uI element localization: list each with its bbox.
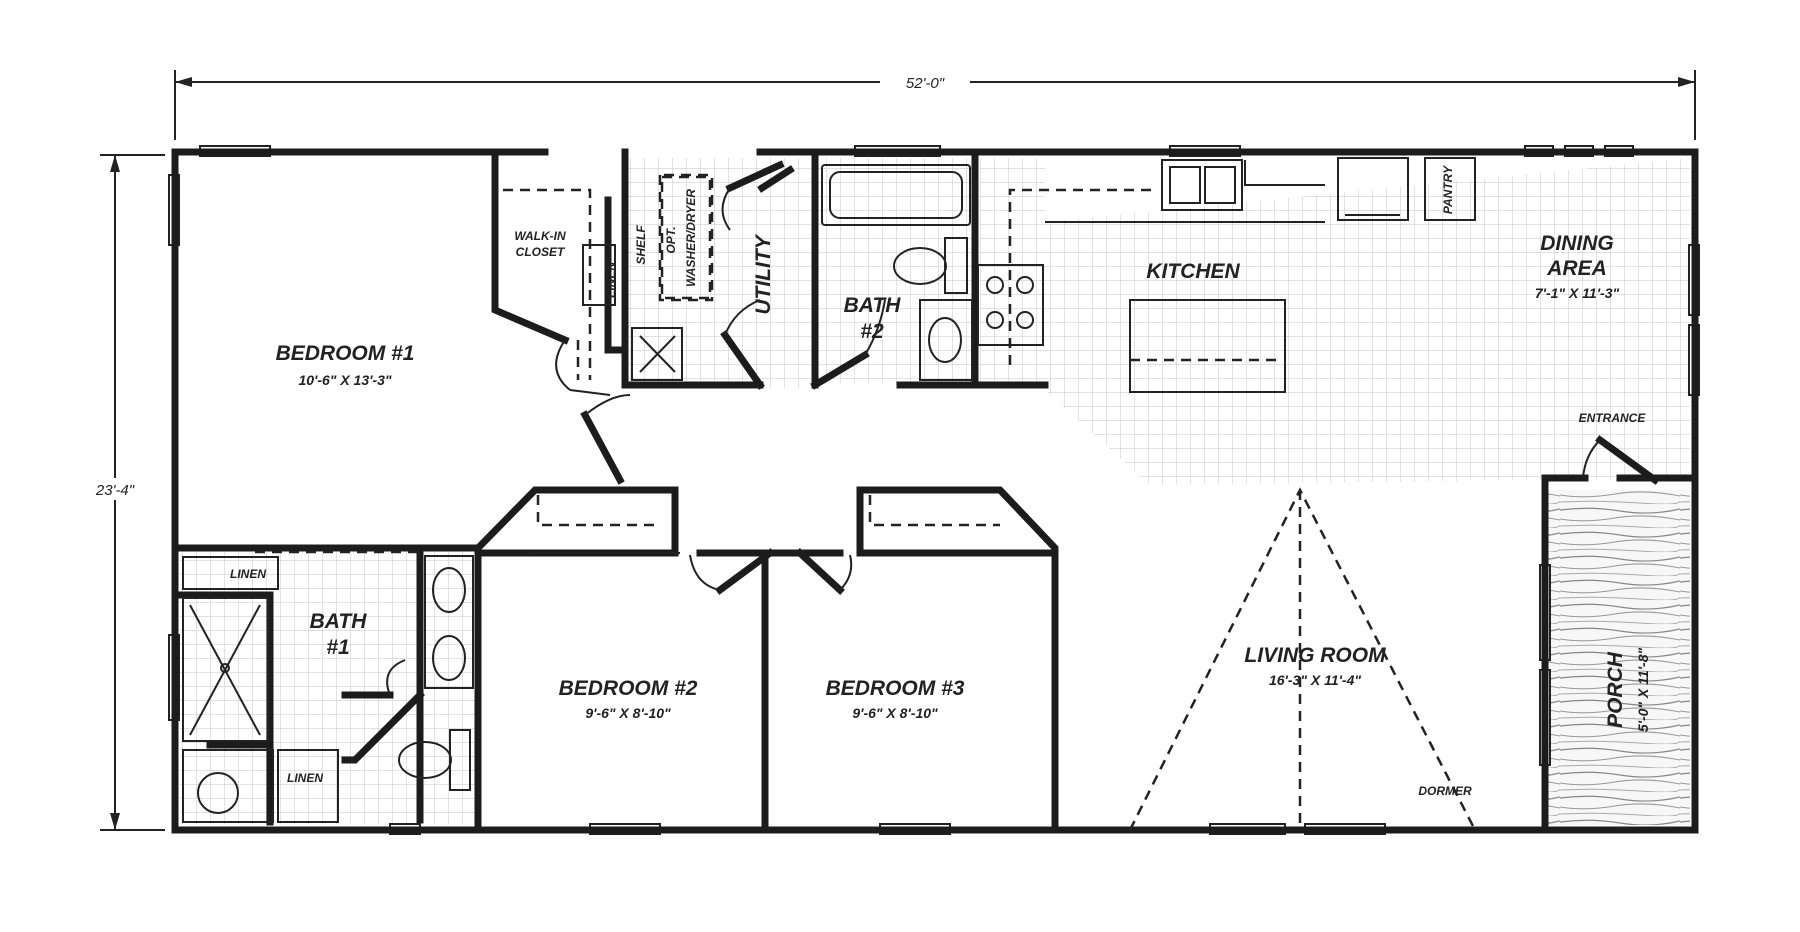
- bedroom3-name: BEDROOM #3: [826, 677, 965, 700]
- dining-size: 7'-1" X 11'-3": [1535, 285, 1620, 301]
- living-room-size: 16'-3" X 11'-4": [1269, 672, 1361, 688]
- bath1-linen-bottom-label: LINEN: [287, 771, 323, 785]
- dimension-lines: 52'-0" 23'-4": [82, 70, 1696, 831]
- dashed-lines: [255, 173, 1280, 554]
- bath2-label-2: #2: [860, 320, 884, 343]
- kitchen-counter-tile: [980, 158, 1045, 383]
- walls: [171, 148, 1699, 834]
- living-room-name: LIVING ROOM: [1244, 644, 1386, 667]
- doors: [341, 160, 1660, 699]
- kitchen-label: KITCHEN: [1146, 260, 1240, 283]
- utility-tile: [626, 158, 811, 388]
- bath1-label-2: #1: [326, 636, 349, 659]
- kitchen-dining-tile: [1045, 158, 1690, 485]
- bedroom3-size: 9'-6" X 8'-10": [852, 705, 938, 721]
- entrance-label: ENTRANCE: [1579, 411, 1647, 425]
- walkin-label-2: CLOSET: [516, 245, 566, 259]
- bedroom2-name: BEDROOM #2: [559, 677, 698, 700]
- dining-label-1: DINING: [1540, 232, 1614, 255]
- bath1-linen-top-label: LINEN: [230, 567, 266, 581]
- walkin-label-1: WALK-IN: [514, 229, 566, 243]
- dormer-label: DORMER: [1418, 784, 1472, 798]
- pantry-label: PANTRY: [1441, 165, 1455, 214]
- labels: BEDROOM #1 10'-6" X 13'-3" WALK-IN CLOSE…: [230, 165, 1651, 798]
- bedroom2-size: 9'-6" X 8'-10": [585, 705, 671, 721]
- walkin-linen-label: LINEN: [604, 262, 618, 298]
- porch-floor: [1545, 490, 1690, 825]
- bath2-label-1: BATH: [844, 294, 902, 317]
- bedroom1-name: BEDROOM #1: [276, 342, 415, 365]
- utility-label: UTILITY: [752, 233, 775, 314]
- opt-label: OPT.: [664, 226, 678, 253]
- overall-depth-label: 23'-4": [95, 482, 135, 499]
- washer-dryer-label: WASHER/DRYER: [684, 189, 698, 287]
- bedroom1-size: 10'-6" X 13'-3": [298, 372, 391, 388]
- shelf-label: SHELF: [634, 225, 648, 265]
- porch-size: 5'-0" X 11'-8": [1635, 648, 1651, 733]
- dining-label-2: AREA: [1546, 257, 1607, 280]
- porch-name: PORCH: [1604, 651, 1627, 728]
- bath1-label-1: BATH: [310, 610, 368, 633]
- overall-width-label: 52'-0": [906, 75, 945, 92]
- fixtures: [182, 157, 1477, 831]
